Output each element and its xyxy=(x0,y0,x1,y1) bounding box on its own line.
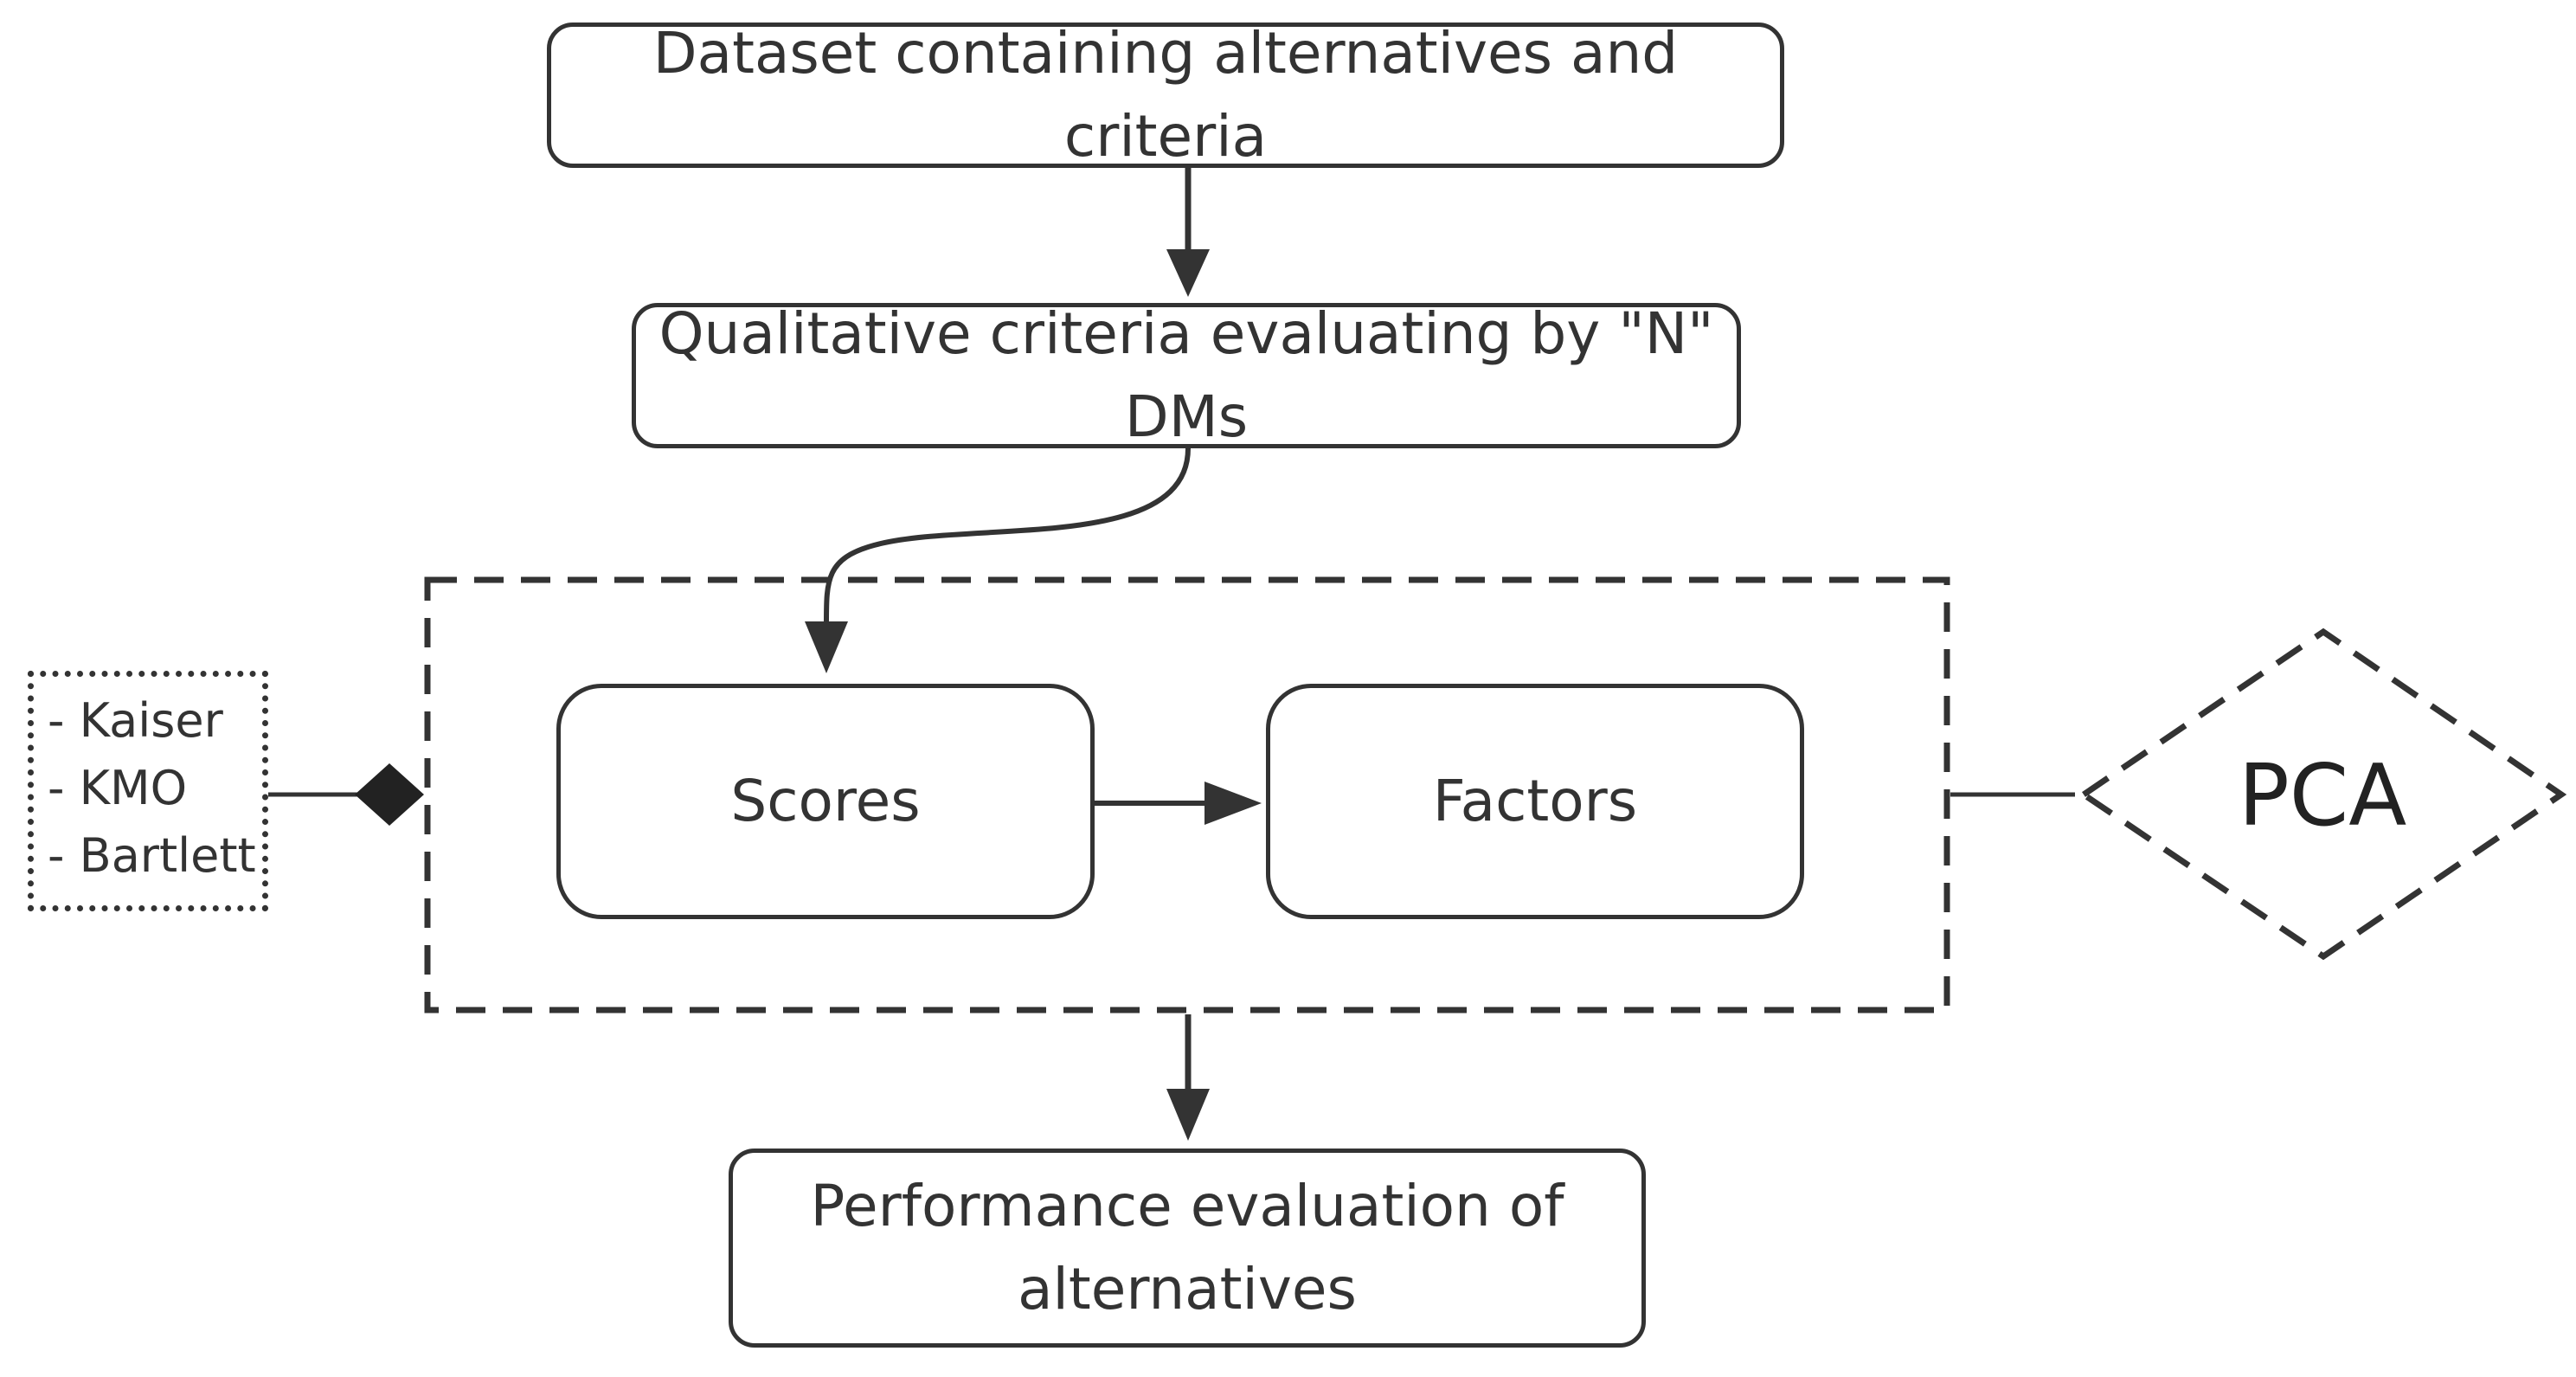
arrow-group-to-performance xyxy=(1166,1014,1210,1141)
scores-label: Scores xyxy=(730,768,921,835)
test-bartlett: - Bartlett xyxy=(48,828,256,883)
test-kaiser: - Kaiser xyxy=(48,693,223,748)
test-kmo: - KMO xyxy=(48,761,188,815)
pca-diamond xyxy=(2078,627,2567,961)
performance-label-line-2: alternatives xyxy=(1018,1256,1357,1322)
arrow-qualitative-to-scores xyxy=(805,447,1191,673)
tests-association-connector xyxy=(268,763,424,826)
scores-node: Scores xyxy=(556,684,1095,919)
performance-label-line-1: Performance evaluation of xyxy=(810,1173,1564,1240)
pca-label: PCA xyxy=(2238,747,2407,846)
arrow-dataset-to-qualitative xyxy=(1166,168,1210,297)
qualitative-criteria-label: Qualitative criteria evaluating by "N" D… xyxy=(658,300,1714,450)
arrow-scores-to-factors xyxy=(1095,782,1262,825)
aggregation-diamond xyxy=(355,763,424,826)
dataset-label: Dataset containing alternatives and crit… xyxy=(652,20,1679,170)
pca-group-boundary xyxy=(424,576,1950,1013)
factors-label: Factors xyxy=(1432,768,1638,835)
statistical-tests-box: - Kaiser - KMO - Bartlett xyxy=(28,671,268,911)
dataset-node: Dataset containing alternatives and crit… xyxy=(547,20,1784,170)
qualitative-criteria-node: Qualitative criteria evaluating by "N" D… xyxy=(632,300,1741,450)
factors-node: Factors xyxy=(1266,684,1804,919)
performance-evaluation-node: Performance evaluation of alternatives xyxy=(729,1149,1646,1348)
